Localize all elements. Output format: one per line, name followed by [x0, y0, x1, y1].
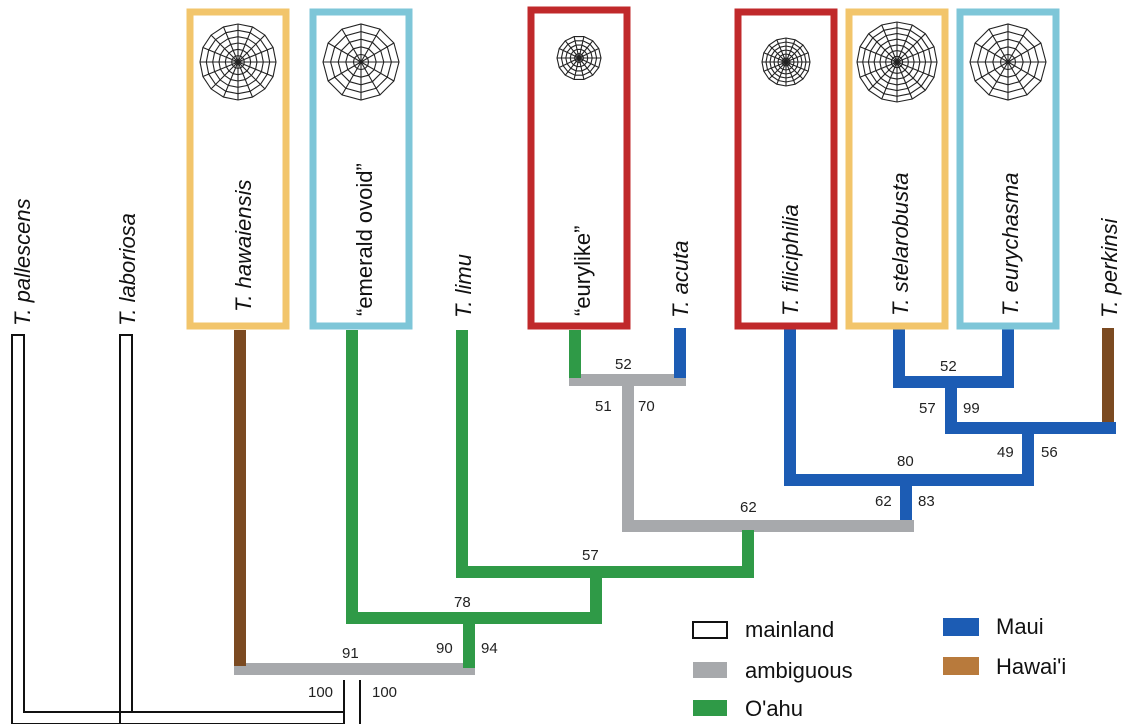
orb-web-icon — [969, 23, 1047, 101]
branch-acuta — [674, 328, 686, 378]
maui-branches — [674, 328, 1116, 520]
branch-hawaii-oahu-join — [234, 663, 475, 675]
support-value: 99 — [963, 400, 980, 417]
branch-perkinsi-join — [945, 422, 1116, 434]
support-value: 51 — [595, 398, 612, 415]
taxon-labels: T. pallescens T. laboriosa T. hawaiensis… — [10, 163, 1122, 326]
branch-62-stem — [742, 530, 754, 578]
taxon-boxes — [186, 6, 1060, 330]
taxon-label-filiciphilia: T. filiciphilia — [778, 204, 803, 316]
taxon-label-pallescens: T. pallescens — [10, 198, 35, 326]
branch-limu-join — [456, 566, 754, 578]
branch-83-stem — [900, 480, 912, 520]
support-value: 57 — [582, 547, 599, 564]
legend: mainland ambiguous O'ahu Maui Hawai'i — [692, 614, 1066, 721]
branch-hawaiensis — [234, 330, 246, 666]
support-value: 52 — [940, 358, 957, 375]
support-value: 91 — [342, 645, 359, 662]
box-eurylike — [527, 6, 631, 330]
taxon-label-hawaiensis: T. hawaiensis — [231, 180, 256, 312]
branch-emerald — [346, 330, 358, 622]
support-value: 62 — [740, 499, 757, 516]
orb-web-icon — [322, 23, 400, 101]
support-value: 83 — [918, 493, 935, 510]
mainland-branches — [11, 334, 361, 724]
legend-label-mainland: mainland — [745, 617, 834, 642]
branch-limu — [456, 330, 468, 578]
branch-stelarobusta — [893, 328, 905, 388]
box-filiciphilia — [734, 8, 838, 330]
legend-swatch-hawaii — [943, 657, 979, 675]
branch-62-join — [622, 520, 914, 532]
box-hawaiensis — [186, 8, 290, 330]
branch-eurylike-stem — [622, 374, 634, 532]
legend-label-ambiguous: ambiguous — [745, 658, 853, 683]
oahu-branches — [346, 330, 754, 668]
orb-web-icon — [856, 21, 938, 103]
support-value: 56 — [1041, 444, 1058, 461]
taxon-label-eurychasma: T. eurychasma — [998, 173, 1023, 316]
support-value: 94 — [481, 640, 498, 657]
taxon-label-perkinsi: T. perkinsi — [1097, 217, 1122, 318]
taxon-label-stelarobusta: T. stelarobusta — [888, 173, 913, 317]
branch-eurylike — [569, 330, 581, 378]
taxon-label-acuta: T. acuta — [668, 241, 693, 318]
legend-swatch-maui — [943, 618, 979, 636]
box-eurychasma — [956, 8, 1060, 330]
support-values: 52 51 70 52 57 99 80 49 56 62 62 83 57 7… — [308, 356, 1058, 701]
branch-57-99-stem — [945, 376, 957, 434]
support-value: 100 — [308, 684, 333, 701]
orb-web-icon — [199, 23, 277, 101]
ambiguous-branches — [234, 374, 914, 675]
support-value: 52 — [615, 356, 632, 373]
legend-label-oahu: O'ahu — [745, 696, 803, 721]
support-value: 70 — [638, 398, 655, 415]
support-value: 80 — [897, 453, 914, 470]
hawaii-branches — [234, 328, 1114, 666]
branch-stel-eury-join — [893, 376, 1014, 388]
taxon-label-limu: T. limu — [451, 254, 476, 318]
legend-swatch-mainland — [692, 621, 728, 639]
support-value: 90 — [436, 640, 453, 657]
branch-root-stem — [343, 680, 361, 724]
taxon-label-eurylike: “eurylike” — [570, 226, 595, 316]
orb-web-icon — [556, 36, 602, 80]
branch-90-94-stem — [463, 612, 475, 668]
taxon-label-laboriosa: T. laboriosa — [115, 213, 140, 326]
legend-label-maui: Maui — [996, 614, 1044, 639]
support-value: 49 — [997, 444, 1014, 461]
branch-eurychasma — [1002, 328, 1014, 388]
legend-swatch-ambiguous — [693, 662, 727, 678]
box-stelarobusta — [845, 8, 949, 330]
branch-perkinsi — [1102, 328, 1114, 434]
support-value: 62 — [875, 493, 892, 510]
orb-web-icon — [761, 37, 811, 87]
branch-filiciphilia — [784, 328, 796, 486]
taxon-label-emerald: “emerald ovoid” — [352, 163, 377, 316]
branch-49-stem — [1022, 424, 1034, 486]
legend-label-hawaii: Hawai'i — [996, 654, 1066, 679]
branch-57-stem — [590, 566, 602, 622]
box-emerald — [309, 8, 413, 330]
support-value: 78 — [454, 594, 471, 611]
legend-swatch-oahu — [693, 700, 727, 716]
support-value: 57 — [919, 400, 936, 417]
support-value: 100 — [372, 684, 397, 701]
